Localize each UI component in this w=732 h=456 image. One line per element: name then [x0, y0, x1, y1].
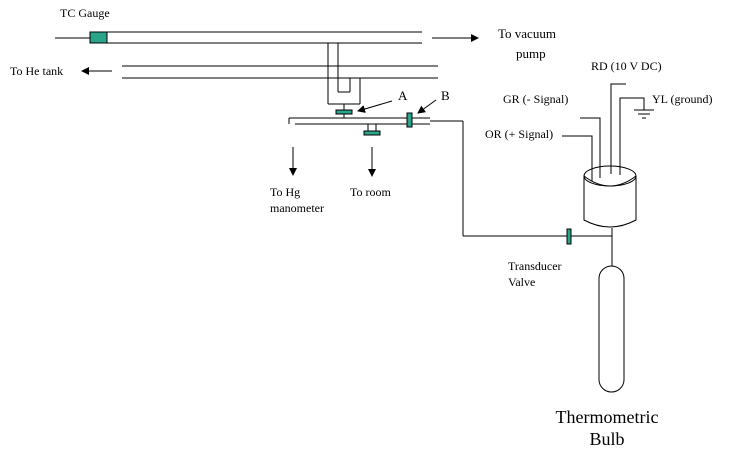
valve-a-icon: [335, 109, 353, 115]
transducer-body: [583, 165, 637, 228]
transducer-line: [430, 120, 612, 237]
he-tank-label: To He tank: [10, 64, 64, 78]
transducer-valve-icon: [566, 228, 572, 245]
hg-manometer-label-2: manometer: [270, 201, 324, 215]
valve-b-icon: [406, 112, 413, 128]
tc-gauge-icon: [89, 31, 108, 44]
tc-gauge-label: TC Gauge: [60, 6, 110, 20]
or-wire-label: OR (+ Signal): [485, 127, 554, 141]
vacuum-pump-label-2: pump: [516, 46, 546, 61]
vacuum-line: [55, 31, 422, 44]
transducer-valve-label-2: Valve: [508, 275, 536, 289]
transducer-valve-label-1: Transducer: [508, 259, 562, 273]
valve-b-pointer: [417, 99, 437, 114]
room-valve-icon: [363, 130, 381, 136]
vacuum-pump-label-1: To vacuum: [498, 26, 556, 41]
manifold-tube: [327, 43, 361, 105]
hg-manometer-label-1: To Hg: [270, 185, 301, 199]
room-label: To room: [350, 185, 391, 199]
transducer-wires: [562, 83, 645, 181]
helium-line: [122, 65, 438, 79]
yl-wire-label: YL (ground): [652, 92, 713, 106]
thermometric-bulb: [598, 265, 625, 393]
gr-wire-label: GR (- Signal): [503, 92, 569, 106]
valve-a-label: A: [398, 88, 408, 103]
thermometric-bulb-label-1: Thermometric: [555, 407, 659, 427]
valve-a-pointer: [357, 100, 393, 113]
valve-b-label: B: [441, 88, 450, 103]
thermometric-bulb-label-2: Bulb: [589, 429, 625, 449]
rd-wire-label: RD (10 V DC): [591, 59, 662, 73]
ground-icon: [634, 109, 654, 119]
